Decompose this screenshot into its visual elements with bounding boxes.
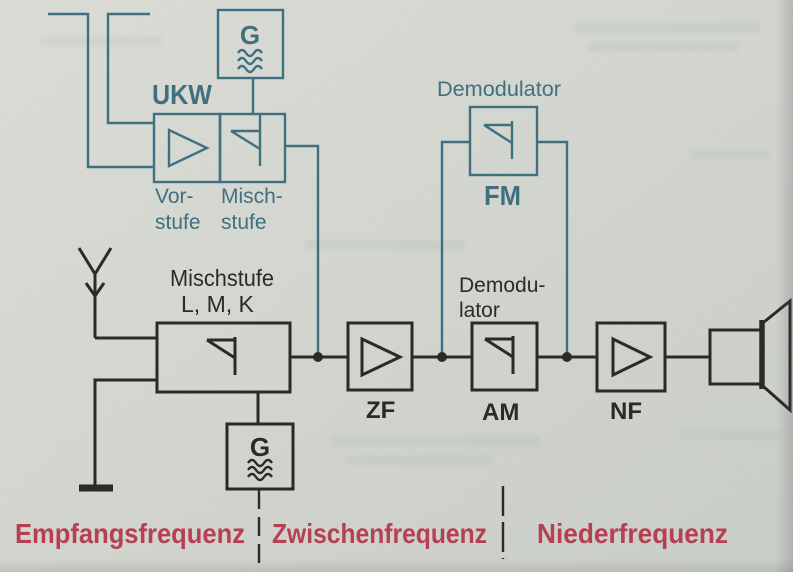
vorstufe-label-line1: Vor- [155, 185, 194, 208]
vorstufe-label-line2: stufe [155, 211, 201, 234]
ukw-label: UKW [152, 79, 213, 110]
junction-dot [437, 352, 447, 362]
generator-wave-icon: G [237, 20, 263, 74]
page-edge-shadow-bottom [0, 558, 793, 572]
am-demodulator-box [470, 321, 539, 392]
diode-icon [230, 113, 262, 166]
amplifier-triangle-icon [611, 336, 654, 378]
nf-label: NF [610, 398, 642, 425]
fm-input-wire [440, 140, 470, 355]
antenna-icon [77, 247, 113, 338]
fm-demodulator-caption: Demodulator [437, 78, 561, 101]
diode-icon [484, 336, 515, 374]
ukw-antenna-feed-line-right [106, 12, 154, 125]
ukw-fm-network: G UKW Vor- stufe Misch- stufe De [48, 8, 569, 355]
am-oscillator-box: G [225, 422, 295, 491]
am-mixer-caption-line2: L, M, K [181, 291, 255, 317]
page-bleed-through-smudges [40, 22, 780, 465]
generator-wave-icon: G [247, 432, 273, 482]
mischstufe-label-line1: Misch- [221, 185, 283, 208]
ground-wire [93, 378, 157, 486]
am-label: AM [482, 399, 519, 426]
amplifier-triangle-icon [167, 128, 210, 168]
diode-icon [483, 121, 514, 159]
zf-label: ZF [366, 397, 395, 424]
fm-label: FM [484, 180, 521, 211]
ukw-antenna-feed-line-left [48, 12, 154, 169]
diode-icon [206, 337, 237, 375]
fm-output-wire [537, 140, 569, 355]
zone-label-empfangsfrequenz: Empfangsfrequenz [15, 518, 245, 549]
am-oscillator-letter: G [250, 432, 270, 462]
ukw-mischstufe-box [218, 112, 287, 184]
zf-amplifier-box [346, 321, 414, 392]
ukw-oscillator-box: G [216, 8, 285, 80]
zone-label-zwischenfrequenz: Zwischenfrequenz [272, 518, 487, 549]
nf-amplifier-box [595, 321, 667, 393]
am-mixer-caption-line1: Mischstufe [170, 265, 274, 291]
junction-dot [313, 352, 323, 362]
zone-label-niederfrequenz: Niederfrequenz [537, 518, 728, 549]
frequency-zone-labels: Empfangsfrequenz Zwischenfrequenz Nieder… [15, 518, 728, 549]
junction-dot [562, 352, 572, 362]
page-edge-shadow-right [776, 0, 793, 572]
mischstufe-label-line2: stufe [221, 211, 267, 234]
ukw-oscillator-letter: G [240, 20, 260, 50]
am-demodulator-caption-line1: Demodu- [459, 274, 545, 297]
am-demodulator-caption-line2: lator [459, 299, 500, 322]
amplifier-triangle-icon [360, 336, 404, 378]
ukw-output-wire [285, 144, 320, 355]
